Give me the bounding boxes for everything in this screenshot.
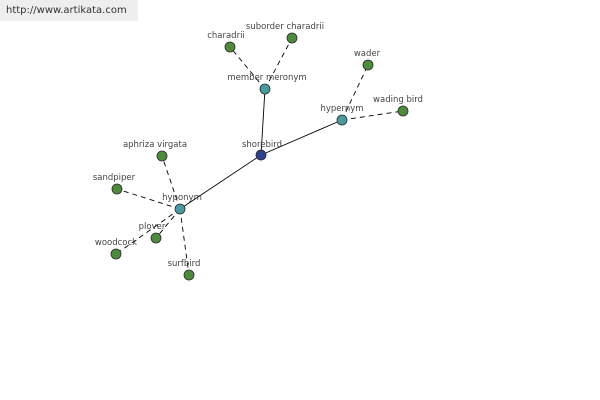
- node-woodcock[interactable]: [110, 248, 122, 260]
- node-shorebird[interactable]: [255, 149, 267, 161]
- edge-hyponym-to-aphriza-virgata: [161, 155, 181, 210]
- node-label-shorebird[interactable]: shorebird: [242, 140, 282, 150]
- graph-edges: [115, 37, 404, 276]
- node-hypernym[interactable]: [336, 114, 348, 126]
- edge-hypernym-to-wading-bird: [341, 110, 404, 121]
- edge-hyponym-to-sandpiper: [116, 188, 181, 210]
- graph-labels: shorebird member meronym hypernym hyponym ch…: [93, 22, 423, 269]
- edge-member-meronym-to-charadrii: [229, 46, 266, 90]
- node-label-suborder-charadrii[interactable]: suborder charadrii: [246, 22, 324, 32]
- node-charadrii[interactable]: [224, 41, 236, 53]
- node-label-woodcock[interactable]: woodcock: [95, 238, 137, 248]
- node-label-plover[interactable]: plover: [139, 222, 166, 232]
- node-suborder-charadrii[interactable]: [286, 32, 298, 44]
- edge-hyponym-to-woodcock: [115, 208, 181, 255]
- node-label-charadrii[interactable]: charadrii: [207, 31, 245, 41]
- edge-hyponym-to-surfbird: [179, 208, 190, 276]
- site-url[interactable]: http://www.artikata.com: [0, 0, 138, 21]
- node-plover[interactable]: [150, 232, 162, 244]
- edge-hypernym-to-wader: [341, 64, 369, 121]
- node-aphriza-virgata[interactable]: [156, 150, 168, 162]
- node-surfbird[interactable]: [183, 269, 195, 281]
- node-wader[interactable]: [362, 59, 374, 71]
- node-member-meronym[interactable]: [259, 83, 271, 95]
- node-label-wading-bird[interactable]: wading bird: [373, 95, 423, 105]
- node-sandpiper[interactable]: [111, 183, 123, 195]
- node-hyponym[interactable]: [174, 203, 186, 215]
- node-label-wader[interactable]: wader: [354, 49, 381, 59]
- edge-shorebird-to-member-meronym: [260, 88, 266, 156]
- node-label-hyponym[interactable]: hyponym: [162, 193, 202, 203]
- node-wading-bird[interactable]: [397, 105, 409, 117]
- node-label-sandpiper[interactable]: sandpiper: [93, 173, 136, 183]
- node-label-member-meronym[interactable]: member meronym: [227, 73, 306, 83]
- node-label-surfbird[interactable]: surfbird: [168, 259, 201, 269]
- edge-hyponym-to-plover: [155, 208, 181, 239]
- edge-shorebird-to-hyponym: [179, 154, 262, 210]
- graph-nodes: [110, 32, 409, 281]
- node-label-hypernym[interactable]: hypernym: [320, 104, 363, 114]
- node-label-aphriza-virgata[interactable]: aphriza virgata: [123, 140, 187, 150]
- edge-member-meronym-to-suborder-charadrii: [264, 37, 293, 90]
- edge-shorebird-to-hypernym: [260, 119, 343, 156]
